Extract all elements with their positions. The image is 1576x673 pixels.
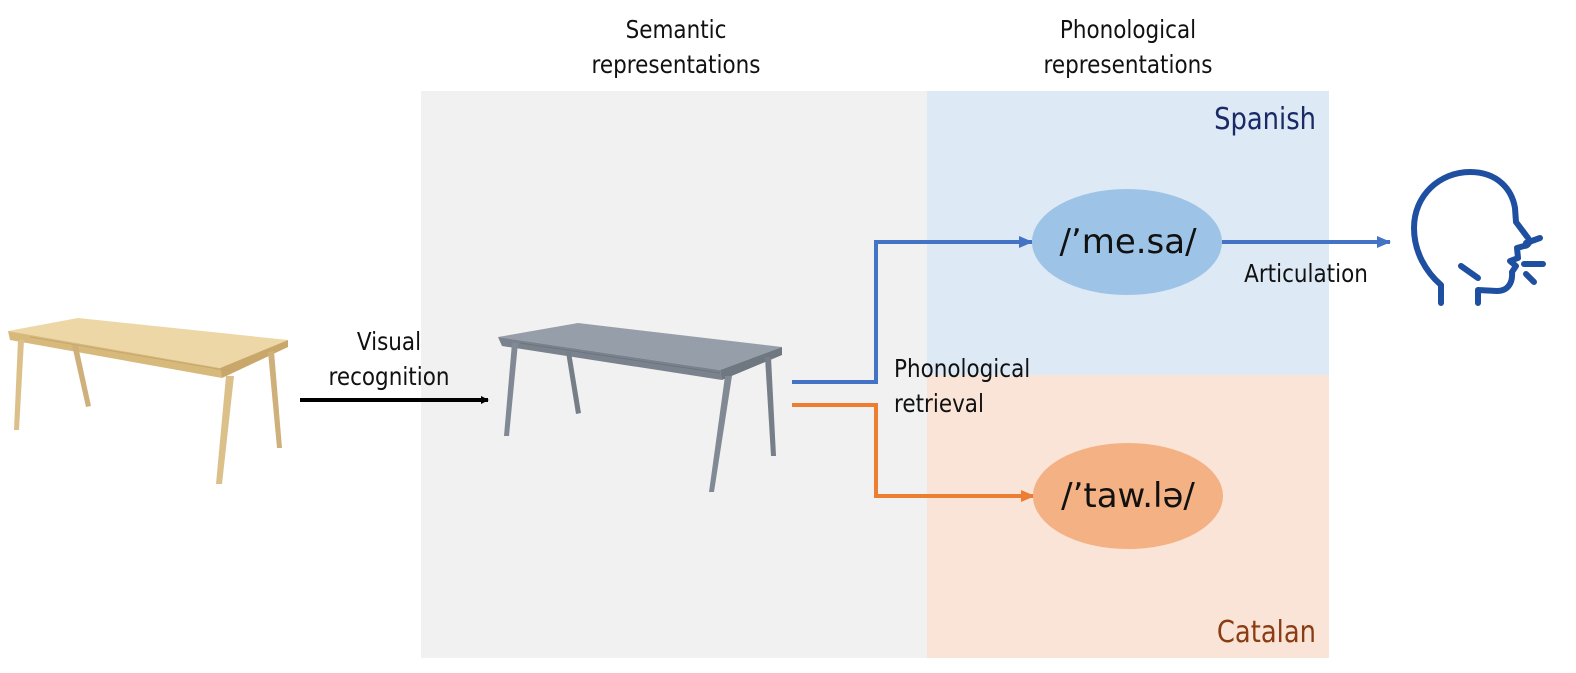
spanish-word-node — [1032, 189, 1222, 295]
visual-recognition-line2: recognition — [328, 362, 450, 391]
spanish-word-form: /’me.sa/ — [1059, 222, 1197, 262]
phonological-retrieval-label: Phonological retrieval — [894, 351, 1066, 421]
semantic-heading-line2: representations — [591, 50, 761, 79]
catalan-retrieval-path — [792, 403, 1035, 502]
catalan-word-node — [1033, 443, 1223, 549]
spanish-retrieval-path — [792, 236, 1033, 384]
visual-recognition-label: Visual recognition — [312, 324, 465, 394]
visual-recognition-line1: Visual — [356, 327, 422, 356]
spanish-language-label: Spanish — [1214, 102, 1316, 137]
phonological-heading-line2: representations — [1043, 50, 1213, 79]
semantic-heading-line1: Semantic — [625, 15, 727, 44]
semantic-representations-heading: Semantic representations — [556, 12, 797, 82]
phonological-retrieval-line1: Phonological — [894, 354, 1031, 383]
articulation-label: Articulation — [1244, 259, 1368, 288]
catalan-language-label: Catalan — [1216, 615, 1316, 650]
gray-table-image — [498, 323, 782, 492]
wooden-table-image — [8, 318, 288, 484]
catalan-word-form: /’taw.lə/ — [1061, 476, 1195, 516]
phonological-representations-heading: Phonological representations — [1009, 12, 1246, 82]
phonological-heading-line1: Phonological — [1059, 15, 1197, 44]
semantic-representations-panel — [421, 91, 927, 658]
phonological-retrieval-line2: retrieval — [894, 389, 984, 418]
speaking-head-icon — [1411, 169, 1546, 306]
